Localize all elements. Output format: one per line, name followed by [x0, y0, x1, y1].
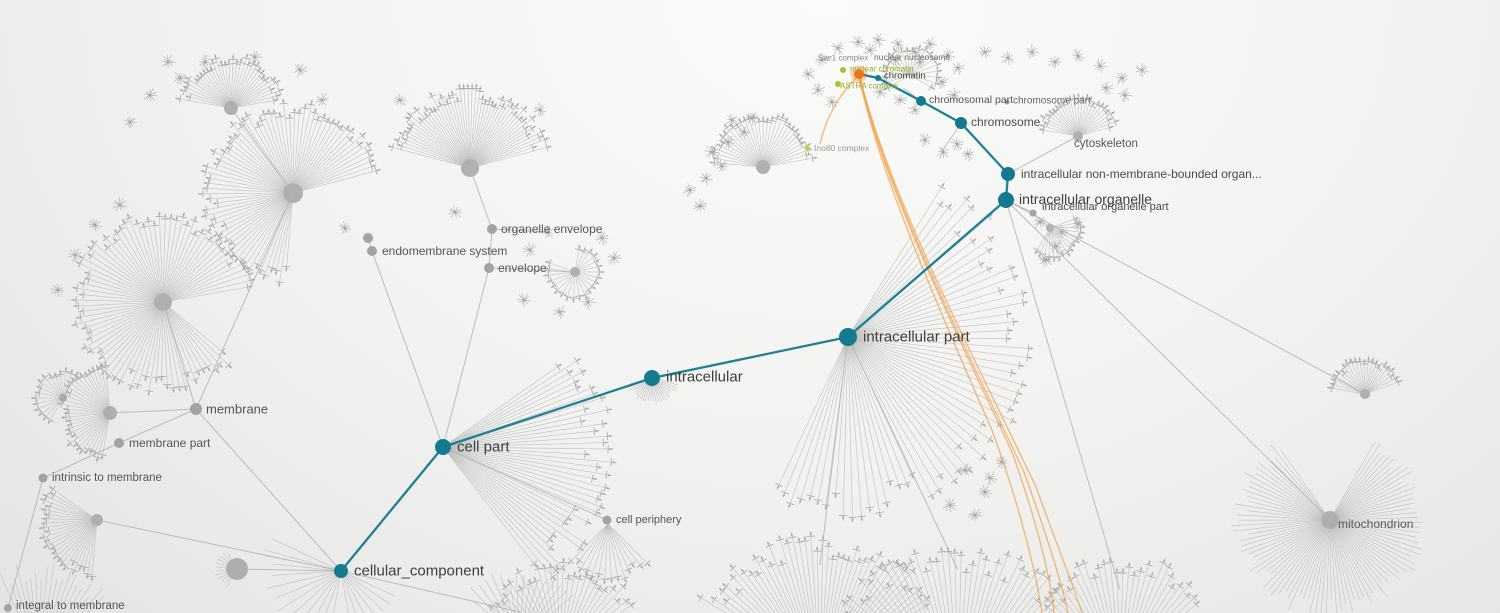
gray-edge — [118, 408, 197, 444]
node-chromosome[interactable] — [955, 117, 967, 129]
gray-edge — [488, 228, 493, 269]
burst-glyphs — [50, 33, 1150, 521]
label-cell-part: cell part — [457, 439, 510, 456]
label-endomembrane-system: endomembrane system — [382, 244, 507, 258]
teal-edge — [876, 76, 923, 103]
node-cell-periphery[interactable] — [602, 515, 612, 525]
node-cellular-component[interactable] — [334, 564, 348, 578]
teal-edge — [959, 121, 1010, 176]
label-intracellular-nmb-organelle: intracellular non-membrane-bounded organ… — [1021, 167, 1262, 181]
node-chromosome-part[interactable] — [1004, 99, 1010, 105]
node-cell-part[interactable] — [435, 439, 451, 455]
gray-edges — [7, 87, 1366, 613]
gray-edge — [469, 167, 493, 230]
node-integral-to-membrane[interactable] — [4, 604, 12, 612]
gray-edge — [109, 408, 197, 414]
gray-edge — [491, 228, 549, 233]
fan-clusters — [0, 44, 1423, 613]
orange-edge — [859, 76, 1069, 613]
teal-edge — [339, 445, 445, 573]
gray-edge — [442, 446, 608, 521]
orange-edge — [858, 75, 1043, 613]
label-astra-complex: ASTRA complex — [840, 82, 898, 91]
label-ino80-complex: Ino80 complex — [814, 143, 870, 153]
highlight-orange-edges — [819, 75, 1083, 613]
gray-edge — [340, 570, 521, 613]
label-integral-to-membrane: integral to membrane — [16, 600, 125, 612]
node-membrane-part[interactable] — [114, 438, 124, 448]
fan-hub — [59, 394, 67, 402]
label-intracellular: intracellular — [666, 369, 743, 386]
teal-edge — [846, 198, 1008, 339]
label-intracellular-part: intracellular part — [863, 329, 971, 346]
gray-edge — [230, 107, 294, 194]
label-chromosome: chromosome — [971, 115, 1041, 129]
gray-edge — [1005, 199, 1121, 591]
graph-nodes — [4, 65, 1037, 612]
gray-edge — [162, 301, 197, 410]
label-nuclear-nucleosome: nuclear nucleosome — [874, 52, 950, 62]
label-cytoskeleton: cytoskeleton — [1074, 138, 1138, 150]
node-green-node-1[interactable] — [840, 67, 846, 73]
teal-edge — [650, 335, 850, 380]
node-chromatin-hub[interactable] — [875, 75, 881, 81]
node-intracellular-nmb-organelle[interactable] — [1001, 167, 1015, 181]
gray-edge — [371, 250, 444, 448]
node-endomembrane-system[interactable] — [367, 246, 377, 256]
label-swr1-complex: Swr1 complex — [818, 54, 868, 63]
label-chromatin: chromatin — [884, 71, 926, 82]
node-intracellular[interactable] — [644, 370, 660, 386]
label-chromosome-part: chromosome part — [1013, 96, 1091, 107]
teal-edge — [919, 99, 963, 125]
node-green-node-2[interactable] — [835, 81, 841, 87]
node-envelope[interactable] — [484, 263, 494, 273]
gray-edge — [847, 336, 959, 571]
gray-edge — [488, 267, 576, 273]
gray-edge — [7, 477, 44, 609]
gray-edge — [442, 267, 490, 448]
node-ino80-node[interactable] — [804, 145, 810, 151]
label-membrane-part: membrane part — [129, 436, 211, 450]
gray-edge — [96, 519, 342, 572]
fan-hub — [756, 160, 770, 174]
node-membrane[interactable] — [190, 403, 202, 415]
label-intracellular-organelle: intracellular organelle — [1019, 191, 1152, 207]
graph-labels: cellular_component cell part intracellular… — [16, 52, 1413, 612]
label-intrinsic-to-membrane: intrinsic to membrane — [52, 472, 162, 484]
label-organelle-part-hub: intracellular organelle part — [1042, 201, 1169, 213]
orange-edge — [859, 76, 1083, 613]
node-intracellular-part[interactable] — [839, 328, 857, 346]
node-endomembrane-hub[interactable] — [363, 233, 373, 243]
node-intrinsic-to-membrane[interactable] — [38, 473, 48, 483]
node-chromosomal-part[interactable] — [916, 96, 926, 106]
label-membrane: membrane — [206, 402, 268, 417]
gray-edge — [1032, 212, 1051, 229]
highlight-teal-path — [339, 72, 1010, 573]
gray-edge — [195, 192, 294, 410]
node-organelle-part-hub[interactable] — [1029, 209, 1037, 217]
label-organelle-envelope: organelle envelope — [501, 222, 603, 236]
label-cellular-component: cellular_component — [354, 563, 485, 580]
gray-edge — [1005, 199, 1366, 395]
gray-edge — [195, 408, 342, 572]
teal-edge — [441, 376, 654, 449]
orange-edge — [819, 77, 857, 145]
label-nuclear-chromatin: nuclear chromatin — [850, 65, 914, 74]
gray-edge — [819, 336, 849, 566]
label-envelope: envelope — [498, 261, 547, 275]
label-cell-periphery: cell periphery — [616, 514, 682, 526]
orange-edge — [858, 75, 1055, 613]
label-chromosomal-part: chromosomal part — [929, 94, 1013, 106]
gray-edge — [236, 568, 342, 572]
label-mitochondrion: mitochondrion — [1338, 517, 1413, 531]
gray-edge — [1005, 199, 1331, 521]
gray-edge — [42, 442, 120, 479]
node-intracellular-organelle[interactable] — [998, 192, 1014, 208]
node-organelle-envelope[interactable] — [487, 224, 497, 234]
gray-edge — [1007, 135, 1079, 175]
node-nucleosome-hub[interactable] — [854, 69, 864, 79]
